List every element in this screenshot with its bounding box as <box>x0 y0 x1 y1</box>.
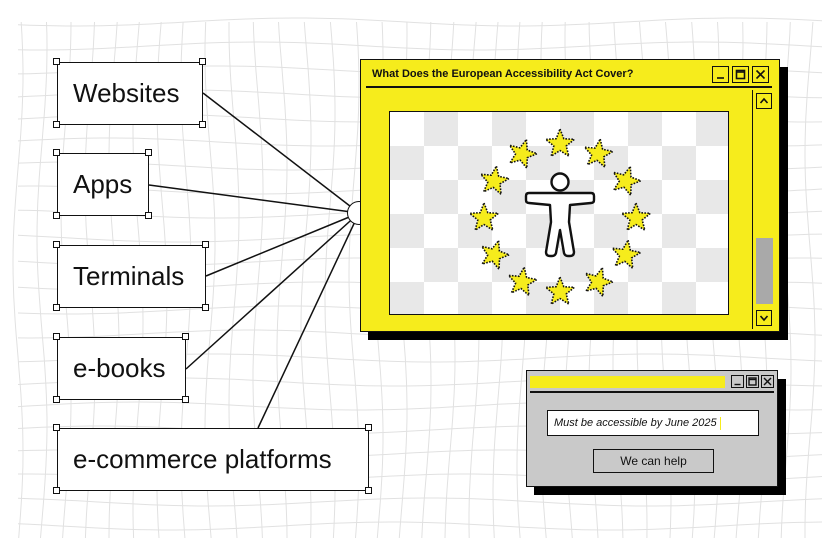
connector-line <box>205 212 360 277</box>
text-caret <box>719 416 721 430</box>
resize-handle[interactable] <box>53 487 60 494</box>
scroll-down-button[interactable] <box>756 310 772 326</box>
we-can-help-button[interactable]: We can help <box>593 449 714 473</box>
minimize-icon <box>734 383 741 386</box>
resize-handle[interactable] <box>199 58 206 65</box>
label-websites: Websites <box>57 62 203 125</box>
minimize-icon <box>717 76 724 79</box>
label-terminals: Terminals <box>57 245 206 308</box>
resize-handle[interactable] <box>145 149 152 156</box>
resize-handle[interactable] <box>202 304 209 311</box>
resize-handle[interactable] <box>53 333 60 340</box>
connector-line <box>148 184 360 214</box>
close-icon <box>763 377 772 386</box>
title-divider <box>366 86 772 88</box>
resize-handle[interactable] <box>365 424 372 431</box>
resize-handle[interactable] <box>182 396 189 403</box>
minimize-button[interactable] <box>712 65 729 83</box>
resize-handle[interactable] <box>145 212 152 219</box>
star-icon <box>468 202 500 231</box>
resize-handle[interactable] <box>53 424 60 431</box>
scroll-up-button[interactable] <box>756 93 772 109</box>
star-icon <box>612 165 642 196</box>
close-icon <box>755 69 766 79</box>
label-e-books: e-books <box>57 337 186 400</box>
maximize-button[interactable] <box>732 65 749 83</box>
deadline-input-value: Must be accessible by June 2025 <box>554 417 717 429</box>
close-button[interactable] <box>752 65 769 83</box>
main-window-title-bar[interactable]: What Does the European Accessibility Act… <box>366 64 772 84</box>
connector-line <box>257 212 360 429</box>
resize-handle[interactable] <box>53 212 60 219</box>
maximize-icon <box>748 377 757 386</box>
resize-handle[interactable] <box>53 241 60 248</box>
popup-close-button[interactable] <box>761 375 774 388</box>
star-icon <box>583 138 614 168</box>
resize-handle[interactable] <box>365 487 372 494</box>
resize-handle[interactable] <box>53 58 60 65</box>
resize-handle[interactable] <box>182 333 189 340</box>
main-window-title: What Does the European Accessibility Act… <box>372 68 634 80</box>
resize-handle[interactable] <box>199 121 206 128</box>
label-websites-text: Websites <box>73 78 180 108</box>
popup-maximize-button[interactable] <box>746 375 759 388</box>
accessibility-person-icon <box>524 172 596 258</box>
star-icon <box>481 239 510 270</box>
popup-title-highlight <box>530 375 725 388</box>
connector-line <box>185 212 360 370</box>
star-icon <box>544 128 576 157</box>
label-e-commerce: e-commerce platforms <box>57 428 369 491</box>
star-icon <box>507 266 538 297</box>
star-icon <box>611 239 642 270</box>
popup-dialog: Must be accessible by June 2025 We can h… <box>526 370 778 487</box>
label-e-books-text: e-books <box>73 353 166 383</box>
label-apps: Apps <box>57 153 149 216</box>
popup-title-bar[interactable] <box>530 374 774 389</box>
popup-title-divider <box>530 391 774 393</box>
label-terminals-text: Terminals <box>73 261 185 291</box>
popup-minimize-button[interactable] <box>731 375 744 388</box>
resize-handle[interactable] <box>53 149 60 156</box>
resize-handle[interactable] <box>53 121 60 128</box>
illustration-canvas <box>389 111 729 315</box>
label-e-commerce-text: e-commerce platforms <box>73 444 332 474</box>
maximize-icon <box>735 69 746 79</box>
main-window: What Does the European Accessibility Act… <box>360 59 780 332</box>
scroll-thumb[interactable] <box>756 238 773 304</box>
eu-accessibility-illustration <box>468 128 652 305</box>
resize-handle[interactable] <box>53 304 60 311</box>
we-can-help-label: We can help <box>620 454 687 468</box>
star-icon <box>544 276 576 305</box>
vertical-scrollbar[interactable] <box>752 90 774 329</box>
chevron-down-icon <box>759 315 769 322</box>
star-icon <box>508 138 538 169</box>
deadline-input[interactable]: Must be accessible by June 2025 <box>547 410 759 436</box>
label-apps-text: Apps <box>73 169 133 199</box>
star-icon <box>620 202 652 231</box>
resize-handle[interactable] <box>53 396 60 403</box>
resize-handle[interactable] <box>202 241 209 248</box>
chevron-up-icon <box>759 97 769 104</box>
star-ring <box>468 128 652 305</box>
star-icon <box>480 165 510 196</box>
connector-line <box>202 92 360 214</box>
star-icon <box>584 267 614 298</box>
